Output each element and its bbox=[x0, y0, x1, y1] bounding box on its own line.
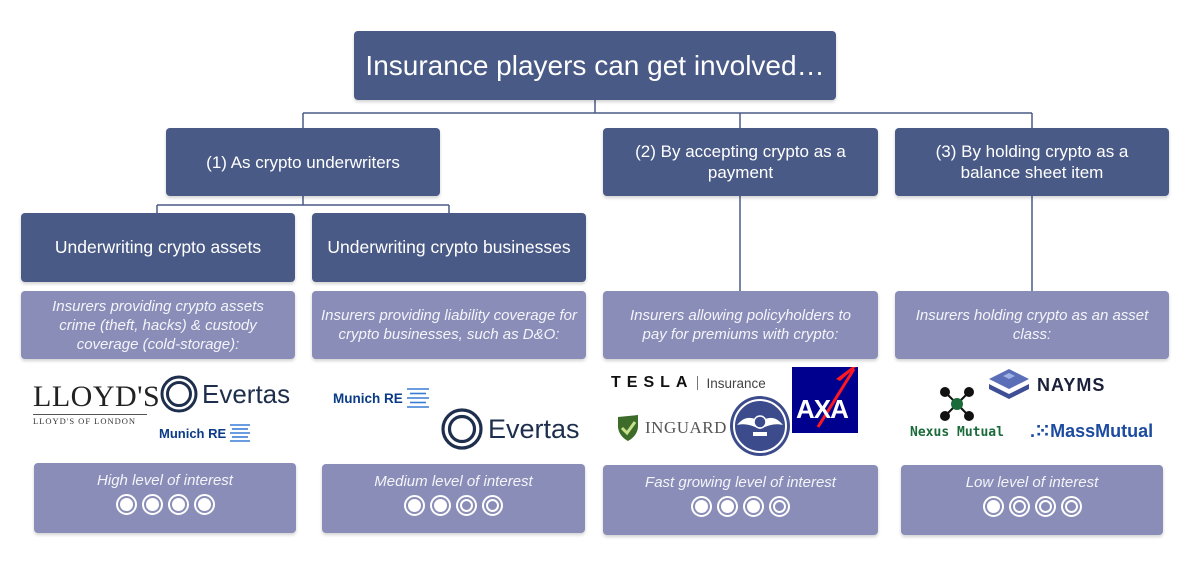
evertas-wordmark: Evertas bbox=[202, 378, 291, 409]
nexus-mutual-wordmark: Nexus Mutual bbox=[910, 425, 1004, 440]
main-title-box: Insurance players can get involved… bbox=[354, 31, 836, 100]
evertas-rings-icon bbox=[441, 408, 483, 450]
category-label: (1) As crypto underwriters bbox=[206, 152, 400, 172]
subcategory-crypto-businesses: Underwriting crypto businesses bbox=[312, 213, 586, 282]
rating-dot-filled-icon bbox=[430, 495, 451, 516]
category-crypto-underwriters: (1) As crypto underwriters bbox=[166, 128, 440, 196]
nexus-mutual-logo: Nexus Mutual bbox=[907, 386, 1007, 440]
lloyds-subtitle: LLOYD'S OF LONDON bbox=[33, 416, 137, 426]
interest-rating bbox=[34, 494, 296, 515]
stacked-layers-icon bbox=[989, 369, 1029, 399]
interest-rating bbox=[603, 496, 878, 517]
shield-icon bbox=[618, 415, 638, 441]
tesla-insurance-logo: TESLA Insurance bbox=[611, 374, 766, 392]
description-text: Insurers holding crypto as an asset clas… bbox=[915, 307, 1149, 343]
lloyds-logo: LLOYD'S LLOYD'S OF LONDON bbox=[33, 380, 161, 426]
description-crypto-asset-class: Insurers holding crypto as an asset clas… bbox=[895, 291, 1169, 359]
nexus-node-icon bbox=[940, 387, 974, 421]
interest-rating bbox=[901, 496, 1163, 517]
rating-dot-filled-icon bbox=[193, 494, 215, 515]
description-crypto-businesses: Insurers providing liability coverage fo… bbox=[312, 291, 586, 359]
inguard-logo: INGUARD bbox=[616, 414, 727, 442]
munich-re-logo: Munich RE bbox=[333, 387, 430, 409]
rating-dot-empty-icon bbox=[482, 495, 503, 516]
subcategory-label: Underwriting crypto businesses bbox=[327, 237, 571, 257]
emblem-logo bbox=[729, 395, 791, 462]
interest-label: Low level of interest bbox=[965, 474, 1099, 491]
interest-panel-crypto-assets: High level of interest bbox=[34, 463, 296, 533]
category-holding-crypto: (3) By holding crypto as a balance sheet… bbox=[895, 128, 1169, 196]
interest-label: High level of interest bbox=[97, 472, 233, 489]
description-crypto-payment: Insurers allowing policyholders to pay f… bbox=[603, 291, 878, 359]
massmutual-logo: .⁙MassMutual bbox=[1030, 421, 1153, 442]
interest-label: Fast growing level of interest bbox=[645, 474, 836, 491]
lloyds-wordmark: LLOYD'S bbox=[33, 380, 161, 413]
rating-dot-filled-icon bbox=[141, 494, 163, 515]
rating-dot-filled-icon bbox=[167, 494, 189, 515]
tesla-wordmark: TESLA bbox=[611, 374, 694, 391]
rating-dot-filled-icon bbox=[743, 496, 764, 517]
rating-dot-empty-icon bbox=[1060, 496, 1082, 517]
rating-dot-empty-icon bbox=[1034, 496, 1056, 517]
inguard-wordmark: INGUARD bbox=[645, 418, 727, 437]
munich-re-wordmark: Munich RE bbox=[159, 425, 227, 441]
interest-panel-crypto-payment: Fast growing level of interest bbox=[603, 465, 878, 535]
evertas-wordmark: Evertas bbox=[488, 413, 580, 444]
axa-logo: AXA bbox=[792, 367, 858, 433]
subcategory-label: Underwriting crypto assets bbox=[54, 237, 262, 257]
description-text: Insurers providing liability coverage fo… bbox=[321, 307, 577, 343]
tesla-insurance-text: Insurance bbox=[706, 375, 766, 391]
rating-dot-filled-icon bbox=[404, 495, 425, 516]
axa-wordmark: AXA bbox=[796, 394, 849, 424]
description-crypto-assets: Insurers providing crypto assets crime (… bbox=[21, 291, 295, 359]
description-text: Insurers providing crypto assets crime (… bbox=[52, 297, 264, 353]
evertas-logo: Evertas bbox=[160, 375, 290, 413]
rating-dot-empty-icon bbox=[1008, 496, 1030, 517]
rating-dot-filled-icon bbox=[982, 496, 1004, 517]
winged-emblem-icon bbox=[730, 396, 790, 456]
munich-re-waves-icon bbox=[230, 424, 251, 442]
munich-re-waves-icon bbox=[406, 388, 429, 408]
evertas-rings-icon bbox=[160, 375, 198, 413]
interest-panel-crypto-asset-class: Low level of interest bbox=[901, 465, 1163, 535]
interest-rating bbox=[322, 495, 585, 516]
category-label: (2) By accepting crypto as a payment bbox=[635, 142, 846, 182]
axa-slash-icon bbox=[816, 367, 856, 428]
interest-label: Medium level of interest bbox=[374, 473, 533, 490]
description-text: Insurers allowing policyholders to pay f… bbox=[630, 307, 851, 343]
munich-re-wordmark: Munich RE bbox=[333, 390, 403, 406]
nayms-logo: NAYMS bbox=[987, 367, 1105, 403]
subcategory-crypto-assets: Underwriting crypto assets bbox=[21, 213, 295, 282]
nayms-wordmark: NAYMS bbox=[1037, 374, 1106, 395]
evertas-logo: Evertas bbox=[441, 408, 580, 450]
rating-dot-filled-icon bbox=[691, 496, 712, 517]
massmutual-wordmark: .⁙MassMutual bbox=[1030, 421, 1154, 441]
rating-dot-filled-icon bbox=[717, 496, 738, 517]
rating-dot-empty-icon bbox=[769, 496, 790, 517]
rating-dot-empty-icon bbox=[456, 495, 477, 516]
rating-dot-filled-icon bbox=[115, 494, 137, 515]
category-accepting-crypto-payment: (2) By accepting crypto as a payment bbox=[603, 128, 878, 196]
interest-panel-crypto-businesses: Medium level of interest bbox=[322, 464, 585, 533]
category-label: (3) By holding crypto as a balance sheet… bbox=[935, 142, 1129, 182]
munich-re-logo: Munich RE bbox=[159, 423, 251, 443]
main-title: Insurance players can get involved… bbox=[365, 49, 825, 81]
